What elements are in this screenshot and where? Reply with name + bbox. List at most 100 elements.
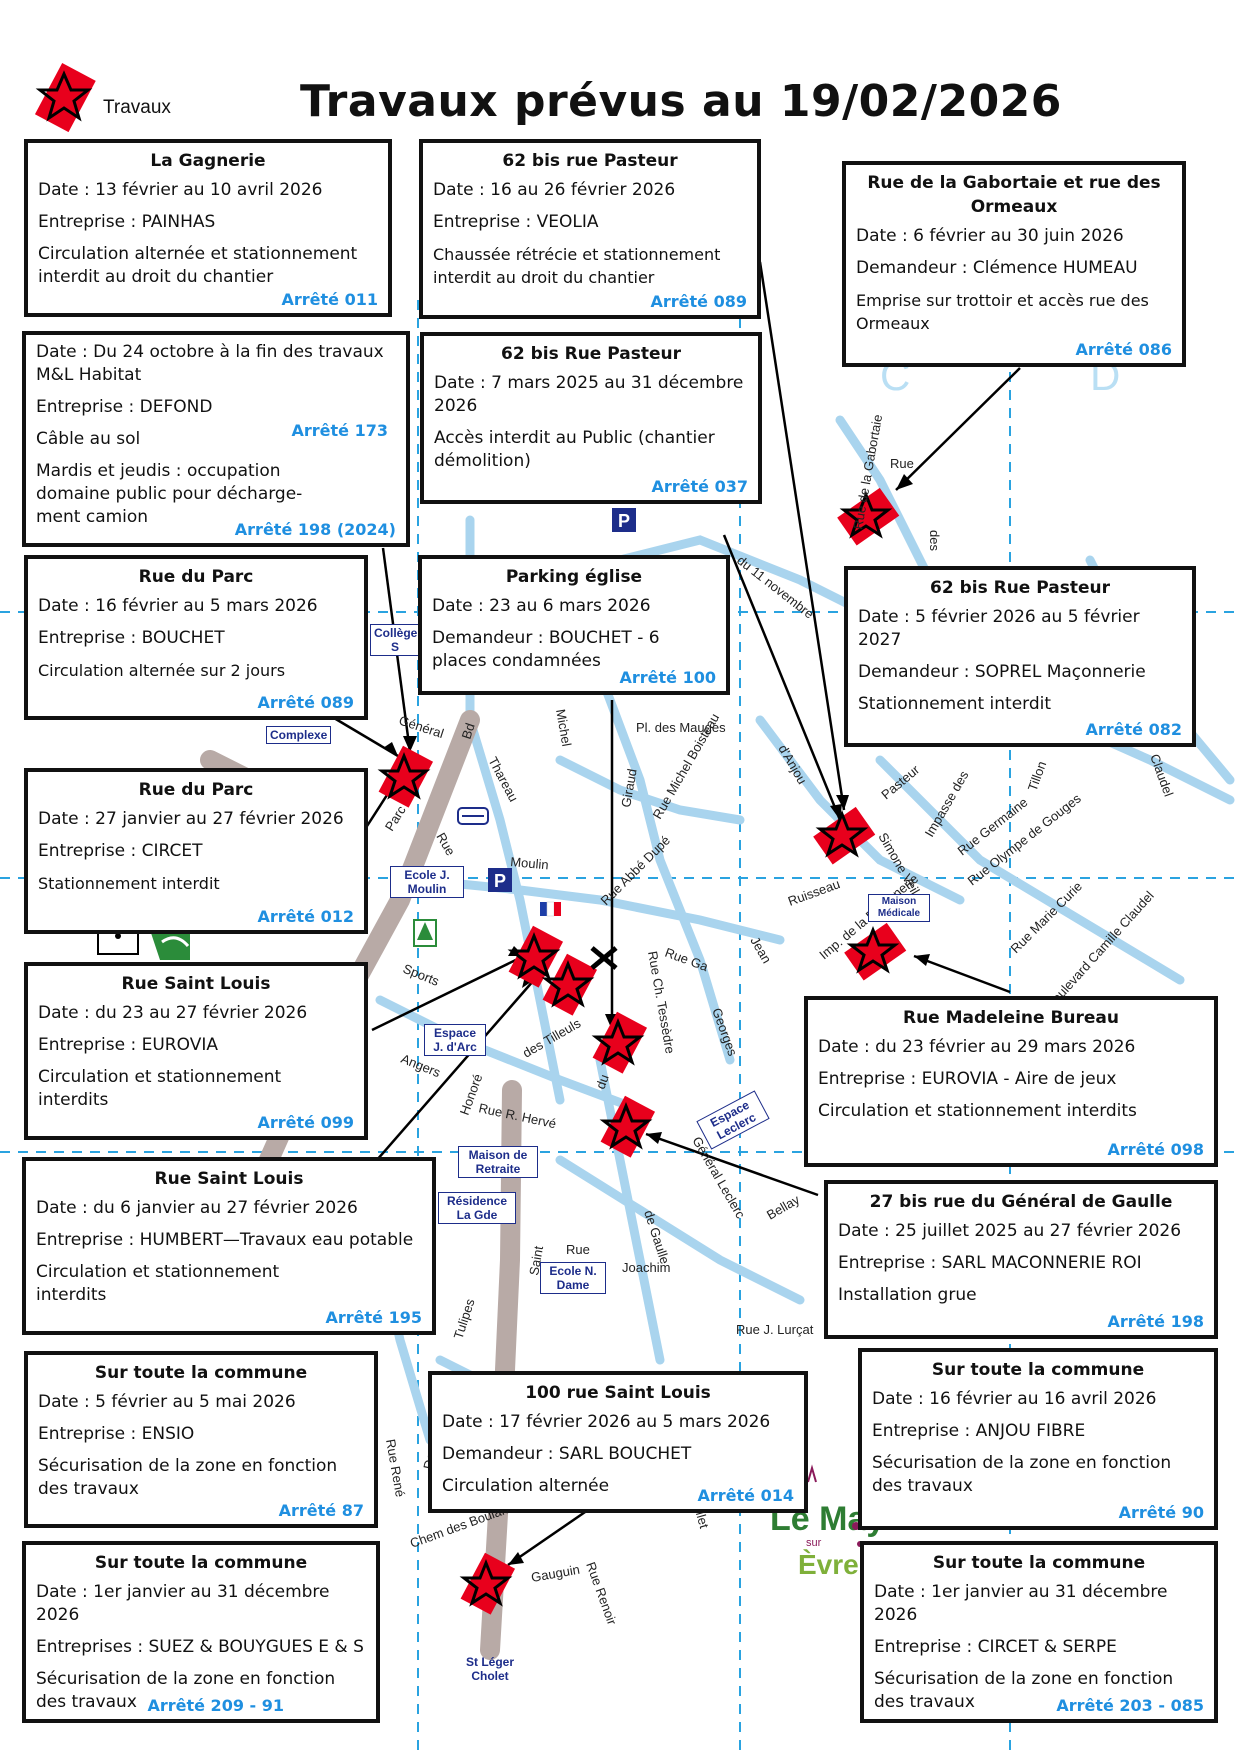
street-label: Tillon bbox=[1025, 759, 1050, 793]
place-label: St Léger Cholet bbox=[465, 1655, 514, 1683]
box-line: Entreprise : CIRCET & SERPE bbox=[874, 1637, 1117, 1657]
info-box-parking-eglise: Parking église Date : 23 au 6 mars 2026 … bbox=[418, 555, 730, 695]
box-line: Date : du 6 janvier au 27 février 2026 bbox=[36, 1198, 358, 1218]
info-box-madeleine-bureau: Rue Madeleine Bureau Date : du 23 févrie… bbox=[804, 996, 1218, 1167]
box-line: Demandeur : BOUCHET - 6 places condamnée… bbox=[432, 628, 660, 671]
box-line: Entreprise : CIRCET bbox=[38, 841, 203, 861]
arrete-label: Arrêté 209 - 91 bbox=[147, 1696, 284, 1715]
street-label: Michel bbox=[553, 708, 574, 748]
arrete-label: Arrêté 098 bbox=[1107, 1140, 1204, 1159]
street-label: Rue Ch. Tessèdre bbox=[645, 950, 678, 1055]
work-star-icon bbox=[377, 745, 434, 808]
info-box-la-gagnerie: La Gagnerie Date : 13 février au 10 avri… bbox=[24, 139, 392, 317]
box-line: Stationnement interdit bbox=[38, 874, 220, 893]
work-star-icon bbox=[837, 487, 900, 546]
place-label: Ecole N. Dame bbox=[540, 1262, 606, 1294]
arrete-label: Arrêté 089 bbox=[650, 292, 747, 311]
box-line: Accès interdit au Public (chantier démol… bbox=[434, 428, 715, 471]
flag-icon bbox=[540, 901, 561, 917]
box-line: Date : 5 février 2026 au 5 février 2027 bbox=[858, 607, 1140, 650]
box-line: Emprise sur trottoir et accès rue des Or… bbox=[856, 291, 1149, 333]
box-line: Sécurisation de la zone en fonction des … bbox=[38, 1456, 338, 1499]
place-label: Complexe bbox=[266, 726, 332, 744]
box-line: Entreprise : SARL MACONNERIE ROI bbox=[838, 1253, 1142, 1273]
arrete-label: Arrêté 011 bbox=[281, 290, 378, 309]
box-title: Rue Madeleine Bureau bbox=[902, 1008, 1119, 1028]
box-line: Date : 27 janvier au 27 février 2026 bbox=[38, 809, 344, 829]
box-line: Date : du 23 au 27 février 2026 bbox=[38, 1003, 308, 1023]
box-line: Date : 25 juillet 2025 au 27 février 202… bbox=[838, 1221, 1182, 1241]
street-label: Rue Renoir bbox=[583, 1560, 620, 1628]
street-label: Giraud bbox=[618, 767, 640, 808]
box-title: Rue du Parc bbox=[138, 567, 254, 587]
box-line: Entreprise : VEOLIA bbox=[433, 212, 599, 232]
box-line: Date : 16 février au 16 avril 2026 bbox=[872, 1389, 1157, 1409]
place-label: Ecole J. Moulin bbox=[390, 866, 464, 898]
arrete-label: Arrêté 100 bbox=[619, 668, 716, 687]
box-title: Sur toute la commune bbox=[94, 1553, 308, 1573]
box-line: Entreprise : PAINHAS bbox=[38, 212, 216, 232]
box-line: Date : Du 24 octobre à la fin des travau… bbox=[36, 342, 384, 385]
street-label: Bd bbox=[459, 721, 478, 741]
street-label: Georges bbox=[709, 1006, 740, 1058]
work-star-icon bbox=[844, 922, 907, 981]
info-box-commune-suez: Sur toute la commune Date : 1er janvier … bbox=[22, 1541, 380, 1723]
arrete-label: Arrêté 195 bbox=[325, 1308, 422, 1327]
place-label: Résidence La Gde bbox=[438, 1192, 516, 1224]
legend-star-icon bbox=[34, 63, 96, 133]
info-box-saint-louis-099: Rue Saint Louis Date : du 23 au 27 févri… bbox=[24, 962, 368, 1140]
parking-icon: P bbox=[488, 868, 512, 892]
info-box-parc-012: Rue du Parc Date : 27 janvier au 27 févr… bbox=[24, 768, 368, 934]
street-label: Joachim bbox=[622, 1260, 670, 1275]
arrete-label: Arrêté 012 bbox=[257, 907, 354, 926]
box-line: Entreprise : BOUCHET bbox=[38, 628, 225, 648]
svg-text:P: P bbox=[494, 871, 506, 891]
arrete-label: Arrêté 089 bbox=[257, 693, 354, 712]
box-line: Sécurisation de la zone en fonction des … bbox=[874, 1669, 1174, 1712]
box-line: Date : du 23 février au 29 mars 2026 bbox=[818, 1037, 1136, 1057]
box-title: La Gagnerie bbox=[150, 151, 266, 171]
box-line: Installation grue bbox=[838, 1285, 977, 1305]
box-line: Date : 17 février 2026 au 5 mars 2026 bbox=[442, 1412, 771, 1432]
box-title: Sur toute la commune bbox=[931, 1360, 1145, 1380]
info-box-ml-habitat: Date : Du 24 octobre à la fin des travau… bbox=[22, 331, 410, 547]
arrete-label: Arrêté 173 bbox=[291, 421, 388, 440]
work-star-icon bbox=[813, 806, 876, 865]
info-box-commune-anjou: Sur toute la commune Date : 16 février a… bbox=[858, 1348, 1218, 1530]
info-box-gabortaie: Rue de la Gabortaie et rue des Ormeaux D… bbox=[842, 161, 1186, 367]
box-title: Parking église bbox=[505, 567, 643, 587]
box-title: 62 bis Rue Pasteur bbox=[930, 578, 1110, 598]
legend-label: Travaux bbox=[103, 97, 171, 118]
box-line: Date : 16 au 26 février 2026 bbox=[433, 180, 676, 200]
info-box-pasteur-082: 62 bis Rue Pasteur Date : 5 février 2026… bbox=[844, 566, 1196, 747]
bus-icon bbox=[457, 807, 489, 825]
box-title: 100 rue Saint Louis bbox=[525, 1383, 711, 1403]
info-box-pasteur-037: 62 bis Rue Pasteur Date : 7 mars 2025 au… bbox=[420, 332, 762, 504]
logo-text: Èvre bbox=[798, 1549, 859, 1580]
box-line: Mardis et jeudis : occupation domaine pu… bbox=[36, 461, 303, 527]
box-line: Circulation et stationnement interdits bbox=[818, 1101, 1137, 1121]
box-title: 27 bis rue du Général de Gaulle bbox=[869, 1192, 1173, 1212]
street-label: Gauguin bbox=[530, 1562, 581, 1585]
svg-text:P: P bbox=[618, 511, 630, 531]
box-line: Date : 1er janvier au 31 décembre 2026 bbox=[36, 1582, 330, 1625]
work-markers bbox=[377, 487, 907, 1615]
church-cross-icon bbox=[590, 946, 618, 970]
street-label: Moulin bbox=[510, 854, 549, 872]
street-label: d'Anjou bbox=[775, 742, 809, 787]
box-line: Circulation alternée et stationnement in… bbox=[38, 244, 358, 287]
box-title: 62 bis rue Pasteur bbox=[502, 151, 678, 171]
arrete-label: Arrêté 086 bbox=[1075, 340, 1172, 359]
info-box-pasteur-089: 62 bis rue Pasteur Date : 16 au 26 févri… bbox=[419, 139, 761, 319]
tree-icon bbox=[413, 919, 437, 947]
arrete-label: Arrêté 082 bbox=[1085, 720, 1182, 739]
box-line: Circulation et stationnement interdits bbox=[36, 1262, 280, 1305]
place-label: Maison Médicale bbox=[868, 894, 930, 922]
arrete-label: Arrêté 87 bbox=[278, 1501, 364, 1520]
street-label: Rue bbox=[433, 830, 458, 858]
info-box-saint-louis-014: 100 rue Saint Louis Date : 17 février 20… bbox=[428, 1371, 808, 1513]
street-label: Rue René bbox=[383, 1438, 408, 1498]
arrete-label: Arrêté 037 bbox=[651, 477, 748, 496]
box-title: 62 bis Rue Pasteur bbox=[501, 344, 681, 364]
work-star-icon bbox=[507, 925, 564, 988]
